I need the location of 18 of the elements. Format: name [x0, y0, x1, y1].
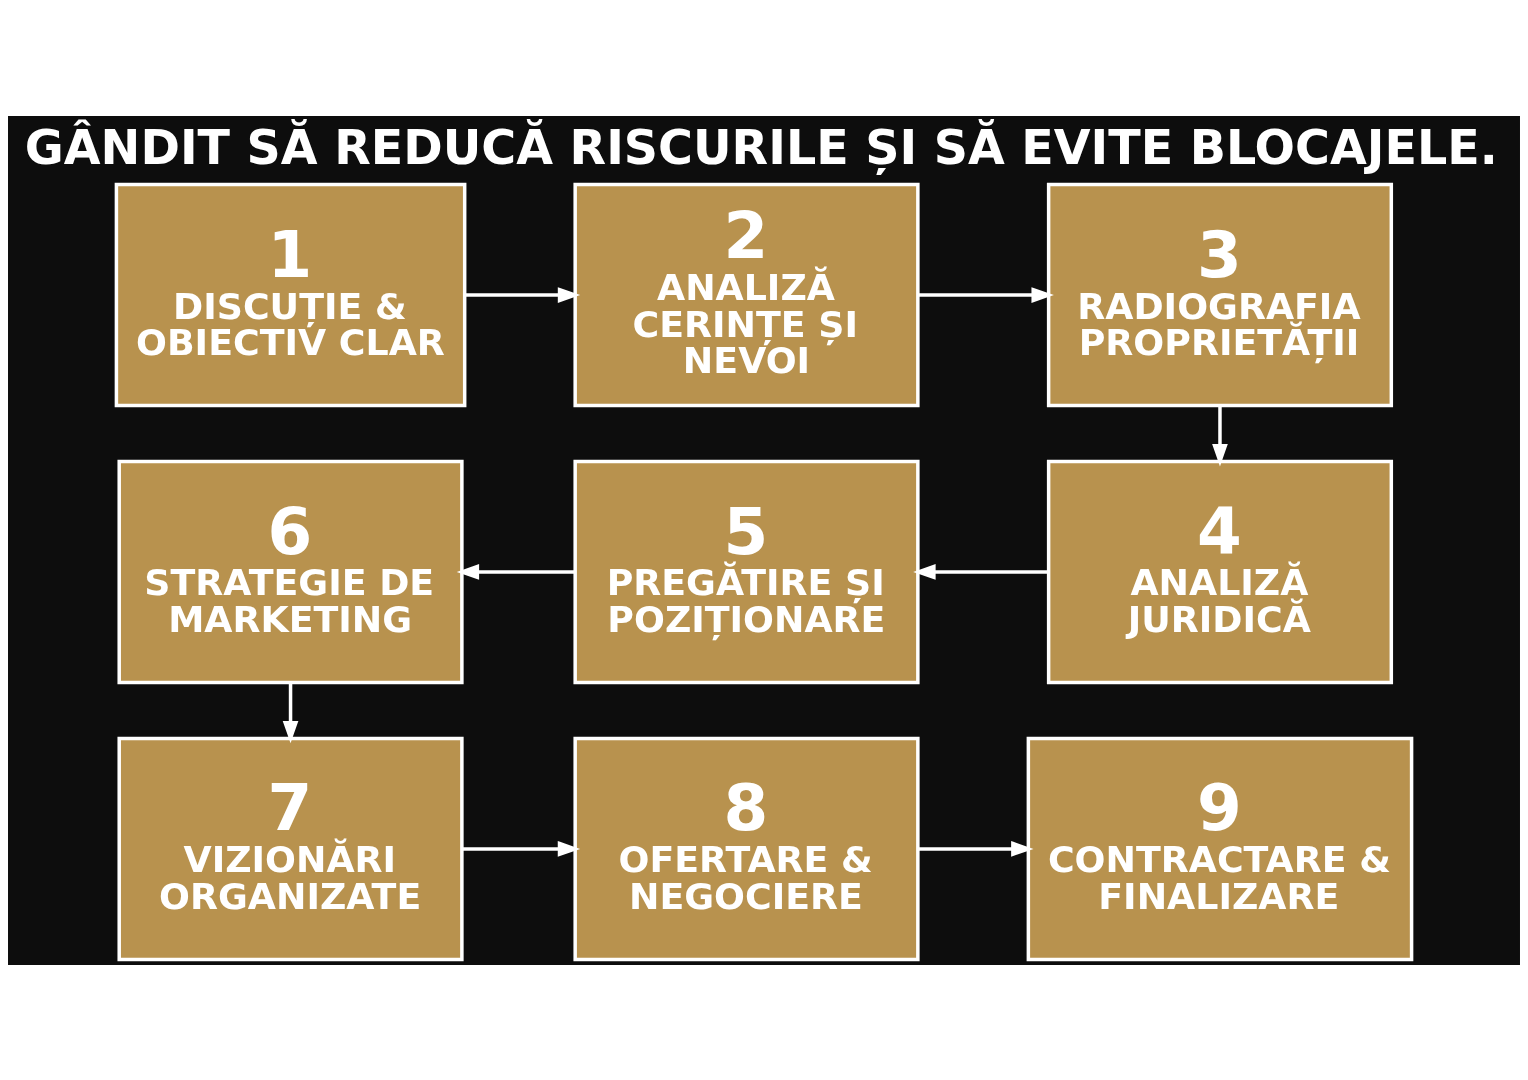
node-box: 9 CONTRACTARE & FINALIZARE	[1026, 736, 1414, 961]
node-box: 3 RADIOGRAFIA PROPRIETĂȚII	[1046, 182, 1394, 407]
arrow	[918, 286, 1054, 303]
arrow	[282, 682, 299, 743]
arrow	[918, 840, 1034, 857]
diagram-title: GÂNDIT SĂ REDUCĂ RISCURILE ȘI SĂ EVITE BLOCAJELE.	[24, 119, 1498, 175]
arrow	[456, 563, 575, 580]
node-box: 7 VIZIONĂRI ORGANIZATE	[117, 736, 464, 961]
arrow	[462, 840, 581, 857]
node-box: 8 OFERTARE & NEGOCIERE	[573, 736, 920, 961]
node-box: 2 ANALIZĂ CERINȚE ȘI NEVOI	[573, 182, 920, 407]
arrow	[913, 563, 1049, 580]
arrow	[1212, 405, 1228, 466]
node-box: 5 PREGĂTIRE ȘI POZIȚIONARE	[573, 459, 920, 684]
arrow	[465, 286, 581, 303]
node-box: 6 STRATEGIE DE MARKETING	[117, 459, 464, 684]
node-box: 1 DISCUȚIE & OBIECTIV CLAR	[114, 182, 467, 407]
node-box: 4 ANALIZĂ JURIDICĂ	[1046, 459, 1394, 684]
